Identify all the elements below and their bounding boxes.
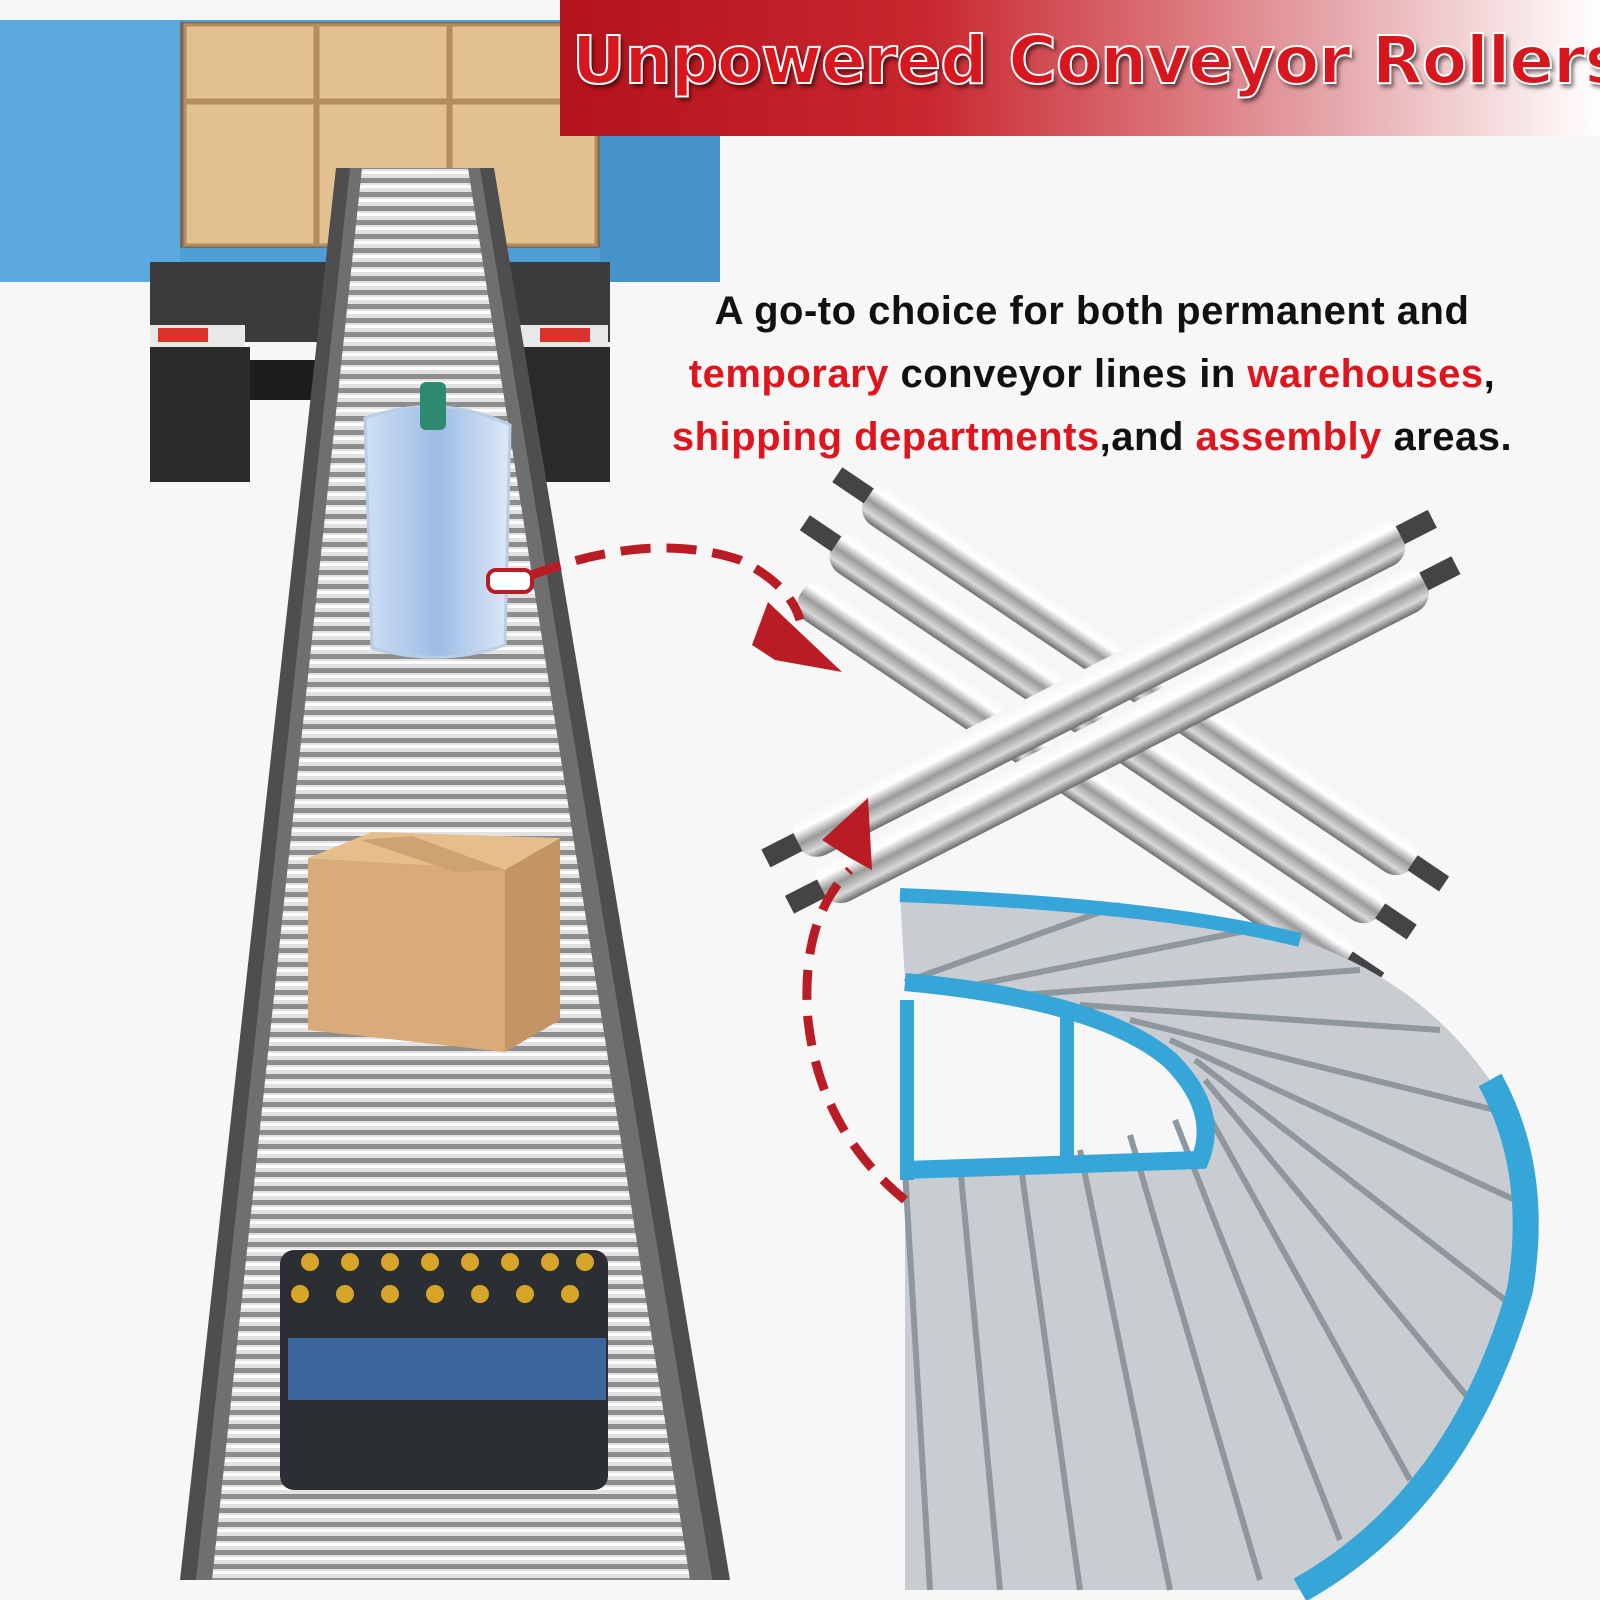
tagline-line1: A go-to choice for both permanent and	[714, 289, 1470, 333]
tagline-highlight-shipping: shipping departments	[671, 415, 1100, 459]
title-banner: Unpowered Conveyor Rollers	[560, 0, 1600, 136]
bottle-pack	[280, 1250, 608, 1490]
tagline-highlight-assembly: assembly	[1195, 415, 1382, 459]
tagline-text-and: ,and	[1099, 415, 1196, 459]
tagline-highlight-temporary: temporary	[688, 352, 889, 396]
tagline-highlight-warehouses: warehouses	[1247, 352, 1484, 396]
banner-title: Unpowered Conveyor Rollers	[571, 21, 1600, 100]
tagline-text-areas: areas.	[1381, 415, 1513, 459]
cardboard-box	[308, 832, 560, 1052]
dashed-arrow-top	[486, 543, 842, 672]
tagline-text-comma: ,	[1483, 352, 1496, 396]
steel-rollers-closeup	[761, 467, 1461, 988]
curved-roller-conveyor	[899, 888, 1539, 1600]
bagged-item	[363, 382, 512, 659]
dashed-arrow-bottom	[802, 798, 908, 1204]
tagline-text: A go-to choice for both permanent and tem…	[612, 280, 1572, 469]
tagline-text-conveyor-lines: conveyor lines in	[888, 352, 1248, 396]
